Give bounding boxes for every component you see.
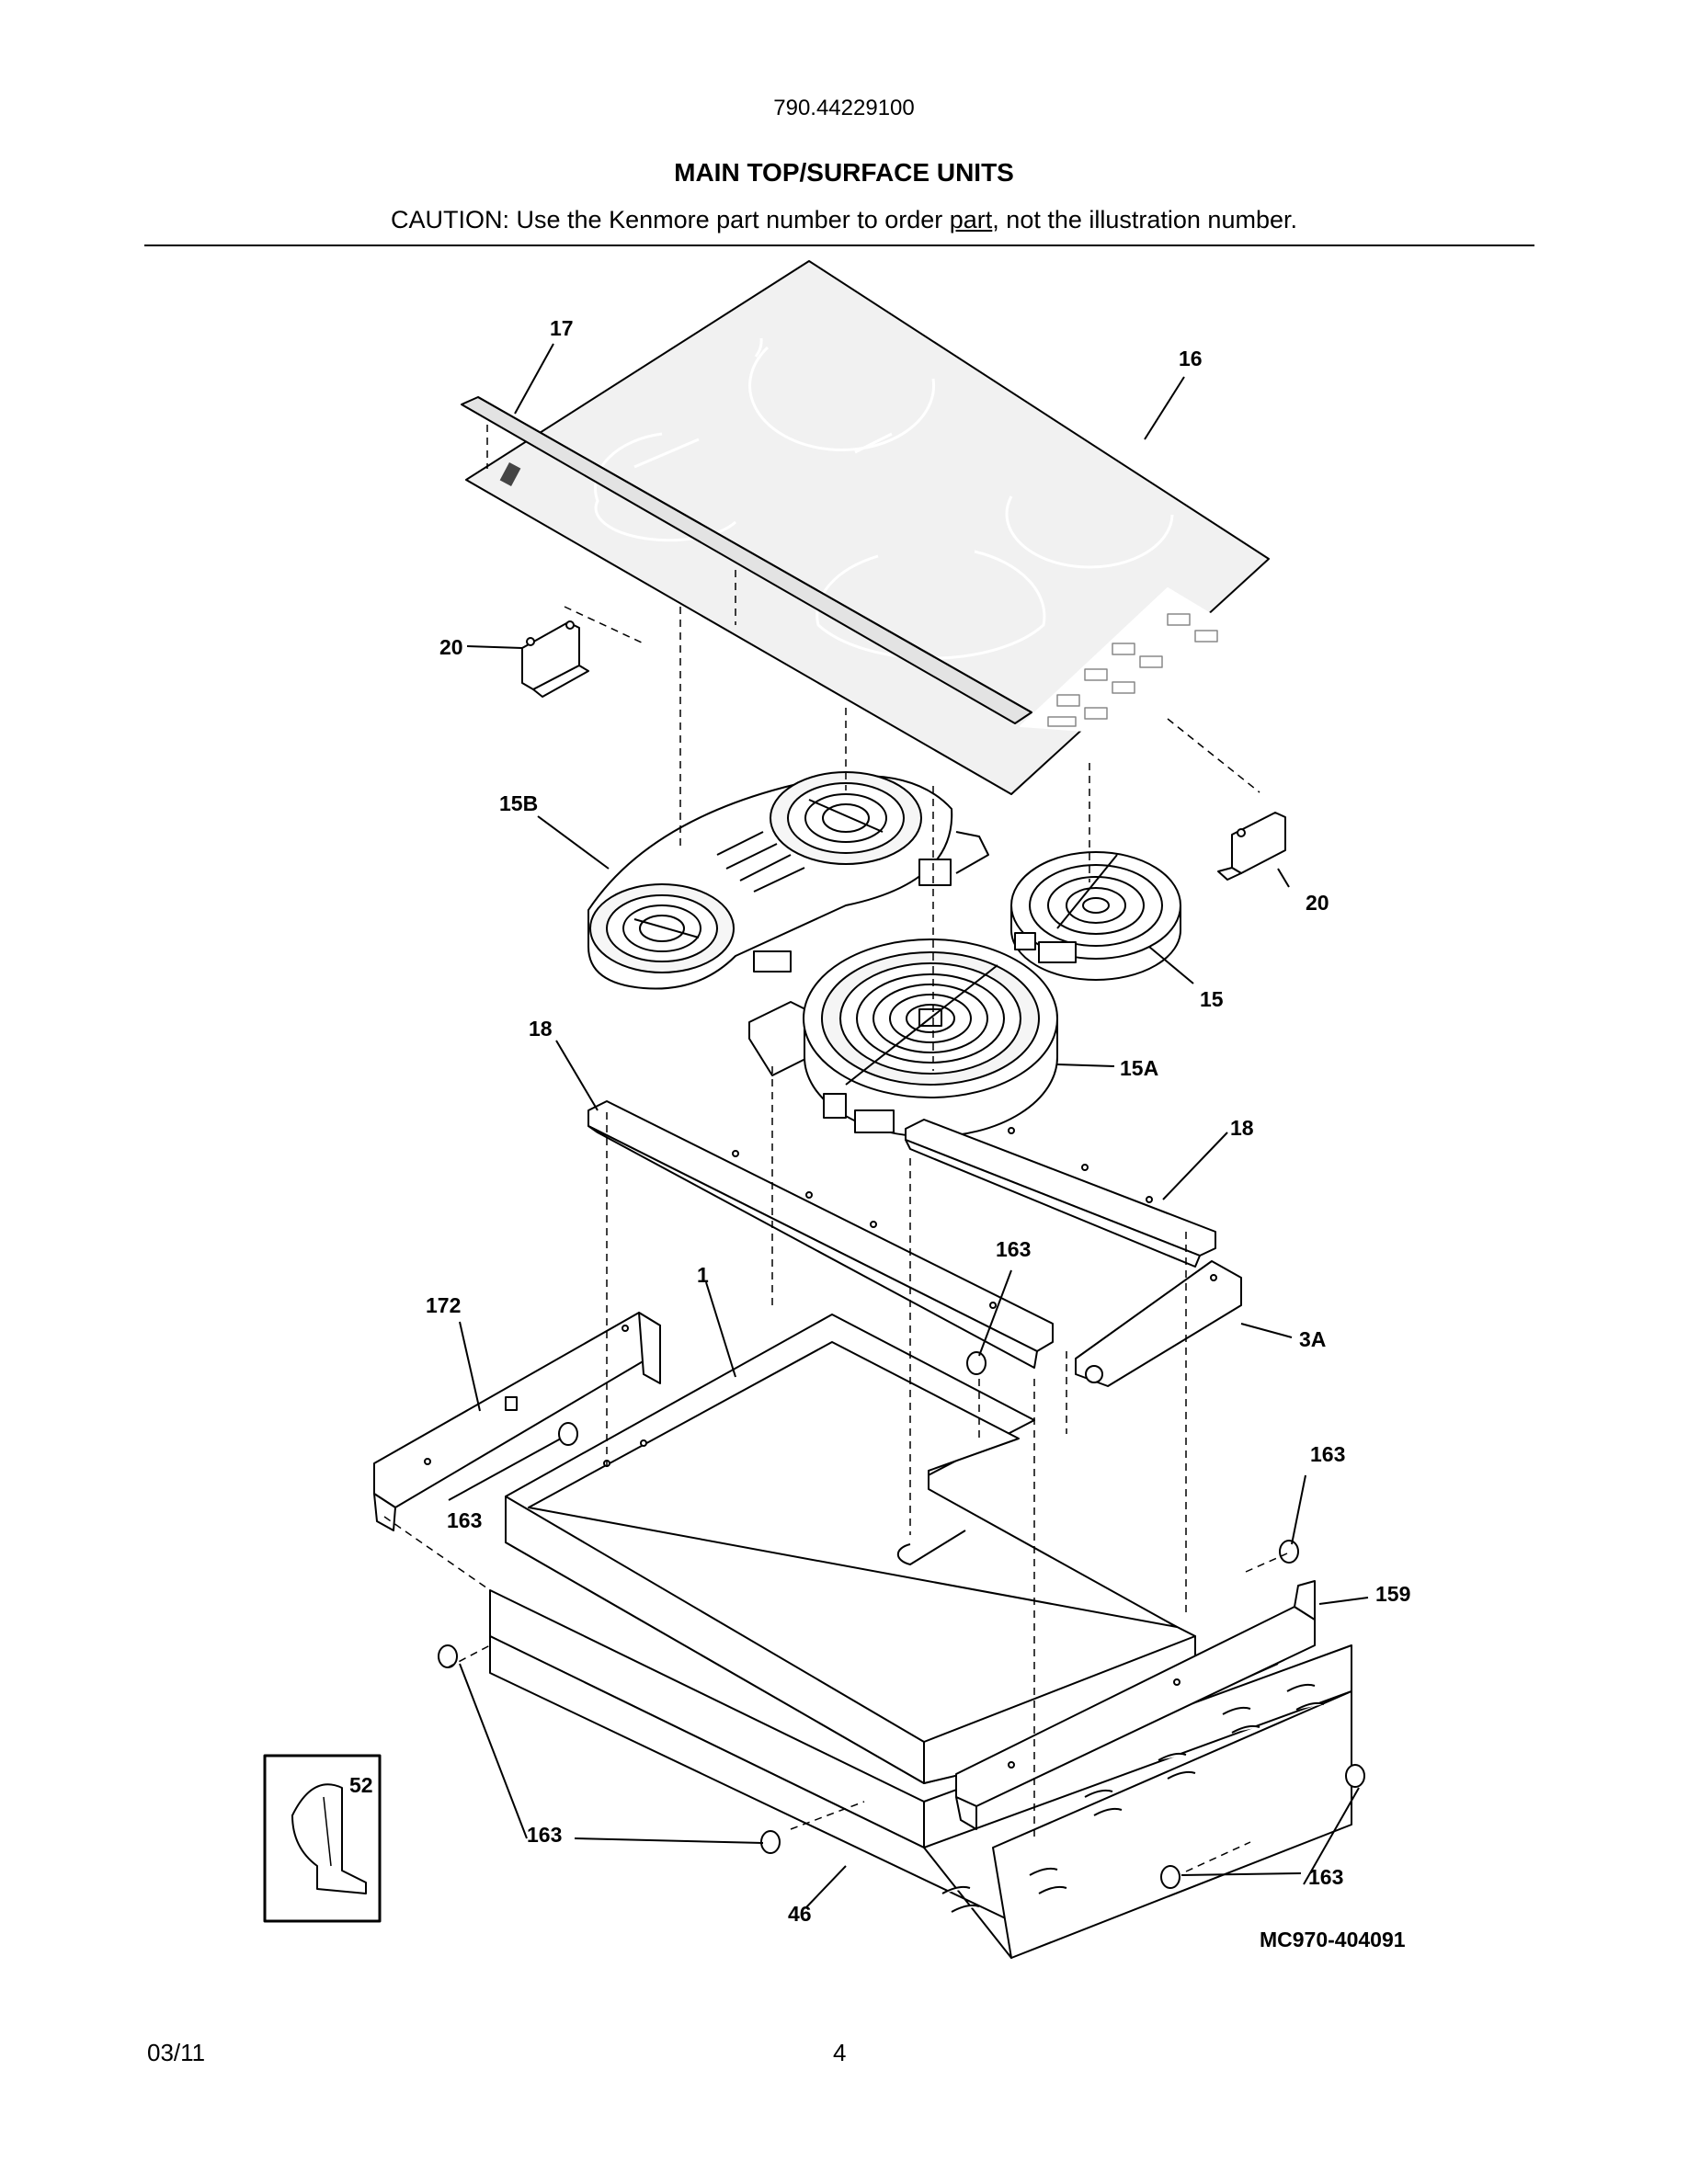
callout-15a: 15A [1120, 1056, 1158, 1080]
callout-15: 15 [1200, 987, 1224, 1011]
callout-163-left: 163 [447, 1508, 482, 1532]
callout-leader-lines [448, 343, 1369, 1908]
footer-date: 03/11 [147, 2039, 206, 2066]
callout-17: 17 [550, 316, 574, 340]
caution-note: CAUTION: Use the Kenmore part number to … [0, 206, 1688, 234]
callout-159: 159 [1375, 1582, 1410, 1606]
page-number: 4 [833, 2039, 847, 2066]
side-channel [373, 1312, 661, 1531]
knob-inset [263, 1754, 382, 1923]
callout-16: 16 [1179, 347, 1203, 370]
section-title: MAIN TOP/SURFACE UNITS [674, 158, 1014, 187]
support-rail-right [905, 1119, 1216, 1268]
support-rail-left [587, 1100, 1054, 1369]
callout-3a: 3A [1299, 1327, 1326, 1351]
inner-box [505, 1314, 1196, 1784]
callout-18-left: 18 [529, 1017, 553, 1041]
small-radiant-element [1010, 851, 1181, 981]
bracket-right [1217, 812, 1286, 881]
vent-trim-strip [461, 396, 1032, 724]
large-radiant-element [748, 938, 1058, 1138]
callout-163-right-top: 163 [1310, 1442, 1345, 1466]
caution-text-suffix: , not the illustration number. [992, 206, 1297, 233]
caution-text-prefix: CAUTION: Use the Kenmore part number to … [391, 206, 950, 233]
glass-main-top [465, 260, 1270, 795]
callout-labels: 17 16 20 20 15B 15 15A 18 18 163 172 1 3… [349, 316, 1410, 1951]
model-number: 790.44229100 [773, 96, 915, 120]
bracket-left [521, 620, 589, 698]
diagram-code: MC970-404091 [1260, 1928, 1406, 1951]
bracket-3a [1075, 1260, 1242, 1387]
callout-163-bottom-right: 163 [1308, 1865, 1343, 1889]
header-divider [144, 245, 1534, 246]
dual-radiant-element [587, 771, 989, 990]
callout-172: 172 [426, 1293, 461, 1317]
alignment-guide-lines [383, 425, 1288, 1872]
caution-underlined-word: part [949, 206, 993, 233]
callout-46: 46 [788, 1902, 812, 1926]
callout-20-left: 20 [439, 635, 463, 659]
leveling-feet [438, 1351, 1365, 1889]
callout-163-bottom-left: 163 [527, 1823, 562, 1847]
callout-18-right: 18 [1230, 1116, 1254, 1140]
callout-15b: 15B [499, 791, 538, 815]
outer-box [489, 1589, 1352, 1959]
rear-channel [955, 1580, 1316, 1830]
callout-52: 52 [349, 1773, 373, 1797]
callout-1: 1 [697, 1263, 709, 1287]
callout-20-right: 20 [1306, 891, 1329, 915]
callout-163-rail: 163 [996, 1237, 1031, 1261]
